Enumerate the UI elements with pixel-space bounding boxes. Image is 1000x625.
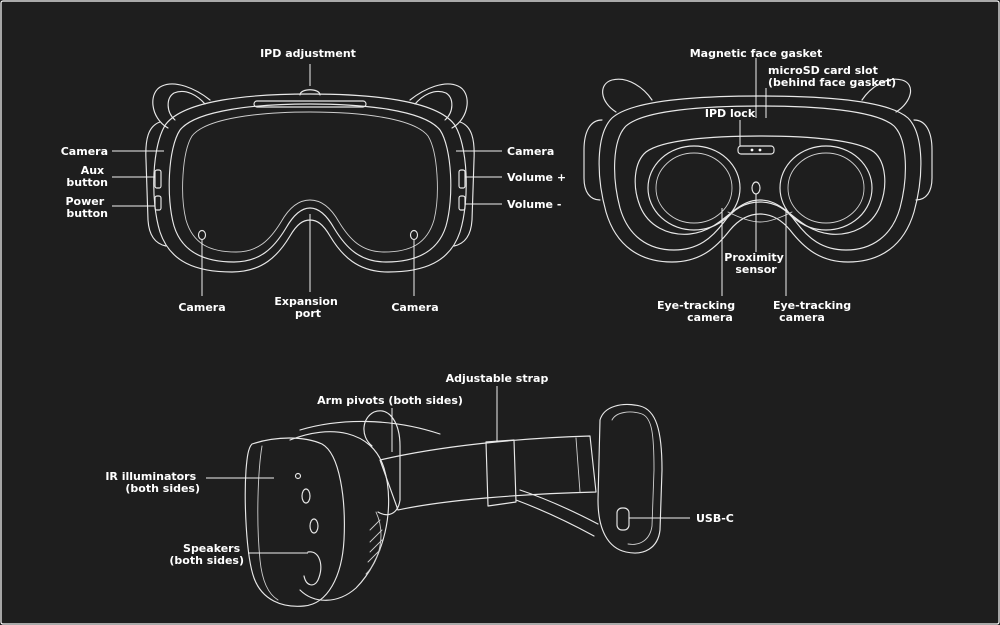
label-camera-left: Camera [61,145,108,158]
label-speakers-line2: (both sides) [169,554,244,567]
label-microsd-slot-line2: (behind face gasket) [768,76,896,89]
side-arm-pivot [363,410,401,516]
label-speakers-line1: Speakers [183,542,241,555]
label-eye-tracking-left-line1: Eye-tracking [657,299,735,312]
side-small-sensor [294,472,302,480]
rear-light-seal [634,135,886,235]
label-eye-tracking-left-line2: camera [687,311,733,324]
rear-nose-cut [727,211,793,223]
speaker-shape [303,551,322,586]
ipd-lock-dot-2 [758,148,762,152]
label-expansion-port-line2: port [295,307,321,320]
side-sensor-shape [309,518,319,534]
label-expansion-port: Expansion port [274,295,341,320]
label-usb-c: USB-C [696,512,734,525]
label-volume-up: Volume + [507,171,566,184]
label-aux-button: Aux button [66,164,108,189]
label-eye-tracking-right-line1: Eye-tracking [773,299,851,312]
side-lower-strap-bottom [515,499,595,537]
label-proximity-sensor: Proximity sensor [724,251,787,276]
label-volume-down: Volume - [507,198,561,211]
power-button-shape [154,195,162,211]
label-arm-pivots: Arm pivots (both sides) [317,394,463,407]
label-microsd-slot: microSD card slot (behind face gasket) [768,64,896,89]
label-speakers: Speakers (both sides) [169,542,244,567]
label-ir-illuminators-line2: (both sides) [125,482,200,495]
label-microsd-slot-line1: microSD card slot [768,64,878,77]
front-left-band-inner [167,90,206,121]
ipd-lock-dot-1 [750,148,754,152]
rear-left-cushion [583,119,603,201]
label-ir-illuminators: IR illuminators (both sides) [105,470,200,495]
rear-right-band [861,78,912,113]
label-ir-illuminators-line1: IR illuminators [105,470,196,483]
front-view: IPD adjustment Camera Aux button Power b… [61,47,566,320]
side-speaker-holes [367,519,383,563]
side-rear-pad-inner [611,411,655,545]
aux-button-shape [154,169,162,189]
label-ipd-adjustment: IPD adjustment [260,47,356,60]
label-power-button-line1: Power [65,195,104,208]
label-aux-button-line2: button [66,176,108,189]
label-power-button: Power button [65,195,108,220]
label-eye-tracking-right-line2: camera [779,311,825,324]
rear-right-cushion [913,119,933,201]
ir-illuminator-shape [301,488,311,504]
front-right-band-inner [414,90,453,121]
label-aux-button-line1: Aux [81,164,104,177]
label-proximity-sensor-line1: Proximity [724,251,784,264]
side-rear-pad [597,403,663,554]
label-camera-bottom-right: Camera [391,301,438,314]
front-right-band [409,83,468,129]
volume-down-shape [458,195,466,211]
side-top-band [299,420,441,435]
rear-lens-right-inner [787,152,865,224]
front-top-vent [253,100,367,108]
side-strap-end [575,437,581,493]
side-lower-strap-top [519,489,599,525]
side-front-shell [244,437,345,607]
front-left-cushion [145,121,167,247]
front-camera-right-shape [409,229,419,241]
rear-lens-left-inner [655,152,733,224]
rear-gasket-rim [614,105,906,251]
proximity-sensor-shape [751,181,761,195]
label-adjustable-strap: Adjustable strap [446,372,549,385]
usb-c-shape [616,507,630,531]
label-camera-bottom-left: Camera [178,301,225,314]
side-front-glass-edge [257,445,279,601]
front-glass [168,103,452,263]
label-magnetic-face-gasket: Magnetic face gasket [690,47,823,60]
ipd-lock-shape [737,145,775,155]
rear-lens-right-outer [779,145,873,231]
label-power-button-line2: button [66,207,108,220]
label-eye-tracking-right: Eye-tracking camera [773,299,855,324]
front-left-band [152,83,211,129]
rear-outer-gasket [598,95,922,263]
side-strap [379,435,597,511]
front-right-cushion [453,121,475,247]
front-glass-inner [182,111,438,253]
label-ipd-lock: IPD lock [705,107,756,120]
label-eye-tracking-left: Eye-tracking camera [657,299,739,324]
label-proximity-sensor-line2: sensor [735,263,777,276]
label-camera-right: Camera [507,145,554,158]
side-strap-buckle [485,439,517,507]
rear-left-band [602,78,653,113]
label-expansion-port-line1: Expansion [274,295,337,308]
side-speaker-grill [365,511,382,575]
ipd-knob [299,89,321,96]
side-view: Adjustable strap Arm pivots (both sides)… [105,372,734,607]
volume-up-shape [458,169,466,189]
side-cushion [289,431,390,601]
rear-view: Magnetic face gasket microSD card slot (… [583,47,933,324]
front-camera-left-shape [197,229,207,241]
rear-lens-left-outer [647,145,741,231]
